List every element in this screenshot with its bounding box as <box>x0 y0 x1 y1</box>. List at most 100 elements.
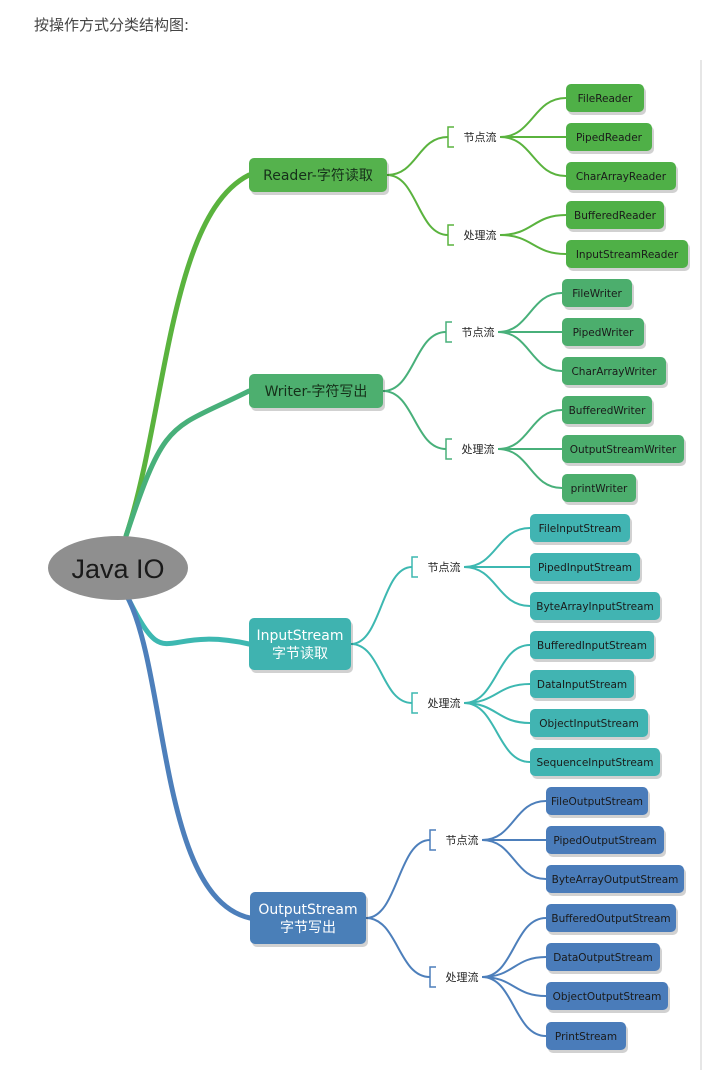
root-branch-line <box>123 388 252 539</box>
leaf-dataoutputstream: DataOutputStream <box>546 943 662 974</box>
leaf-printstream: PrintStream <box>546 1022 628 1053</box>
leaf-line <box>497 292 563 333</box>
leaf-filewriter: FileWriter <box>562 279 634 310</box>
leaf-bytearrayinputstream-label: ByteArrayInputStream <box>536 601 653 613</box>
leaf-line <box>463 527 531 568</box>
branch-label-process: 处理流 <box>462 442 495 456</box>
page-caption: 按操作方式分类结构图: <box>34 16 190 34</box>
leaf-line <box>497 409 563 450</box>
branch-label-process: 处理流 <box>446 970 479 984</box>
group-2: Writer-字符写出 节点流 FileWriterPipedWriterCharA… <box>249 279 686 505</box>
leaf-pipedinputstream-label: PipedInputStream <box>538 562 632 574</box>
leaf-chararraywriter: CharArrayWriter <box>562 357 668 388</box>
leaf-outputstreamwriter: OutputStreamWriter <box>562 435 686 466</box>
leaf-filewriter-label: FileWriter <box>572 288 622 300</box>
root-node: Java IO <box>48 536 188 600</box>
leaf-bufferedoutputstream: BufferedOutputStream <box>546 904 678 935</box>
leaf-bytearrayinputstream: ByteArrayInputStream <box>530 592 662 623</box>
root-branch-line <box>123 172 252 539</box>
leaf-line <box>497 448 563 489</box>
category-branch-line <box>365 917 431 978</box>
branch-label-node: 节点流 <box>462 325 495 339</box>
root-branch-line <box>125 595 252 647</box>
leaf-inputstreamreader: InputStreamReader <box>566 240 690 271</box>
category-node-label: 字节写出 <box>280 920 336 936</box>
leaf-sequenceinputstream-label: SequenceInputStream <box>537 757 654 769</box>
root-branch-line <box>125 595 253 921</box>
category-branch-line <box>365 839 431 919</box>
leaf-chararrayreader: CharArrayReader <box>566 162 678 193</box>
figure-edge <box>700 60 702 1070</box>
leaf-bufferedreader: BufferedReader <box>566 201 666 232</box>
leaf-objectoutputstream-label: ObjectOutputStream <box>553 991 662 1003</box>
leaf-fileinputstream: FileInputStream <box>530 514 632 545</box>
category-node: OutputStream 字节写出 <box>250 892 368 947</box>
leaf-filereader: FileReader <box>566 84 646 115</box>
branch-label-process: 处理流 <box>464 228 497 242</box>
mindmap-nodes: Java IOReader-字符读取节点流FileReaderPipedRead… <box>48 84 690 1053</box>
leaf-dataoutputstream-label: DataOutputStream <box>553 952 653 964</box>
leaf-outputstreamwriter-label: OutputStreamWriter <box>570 444 677 456</box>
leaf-pipedreader-label: PipedReader <box>576 132 643 144</box>
category-node-label: OutputStream <box>258 902 357 918</box>
leaf-bufferedinputstream: BufferedInputStream <box>530 631 656 662</box>
leaf-pipedwriter-label: PipedWriter <box>573 327 635 339</box>
leaf-bufferedreader-label: BufferedReader <box>574 210 657 222</box>
category-branch-line <box>386 136 449 176</box>
category-node-label: InputStream <box>257 628 344 644</box>
connector-lines <box>123 97 567 1037</box>
leaf-pipedoutputstream-label: PipedOutputStream <box>553 835 656 847</box>
branch-bracket <box>411 556 418 578</box>
branch-label-node: 节点流 <box>428 560 461 574</box>
category-node-label: Reader-字符读取 <box>263 167 373 184</box>
leaf-line <box>499 136 567 177</box>
group-1: Reader-字符读取 节点流 FileReaderPipedReaderCharA… <box>249 84 690 271</box>
branch-bracket <box>429 829 436 851</box>
leaf-filereader-label: FileReader <box>578 93 633 105</box>
category-branch-line <box>386 174 449 236</box>
root-label: Java IO <box>71 554 164 584</box>
leaf-bufferedwriter: BufferedWriter <box>562 396 654 427</box>
leaf-datainputstream: DataInputStream <box>530 670 636 701</box>
leaf-fileoutputstream-label: FileOutputStream <box>551 796 643 808</box>
category-branch-line <box>382 390 447 450</box>
category-branch-line <box>382 331 447 392</box>
leaf-line <box>499 234 567 255</box>
leaf-chararraywriter-label: CharArrayWriter <box>571 366 657 378</box>
leaf-line <box>463 644 531 704</box>
leaf-pipedwriter: PipedWriter <box>562 318 646 349</box>
leaf-line <box>499 214 567 236</box>
leaf-sequenceinputstream: SequenceInputStream <box>530 748 662 779</box>
leaf-bufferedinputstream-label: BufferedInputStream <box>537 640 647 652</box>
leaf-datainputstream-label: DataInputStream <box>537 679 627 691</box>
leaf-line <box>481 839 547 880</box>
leaf-bufferedoutputstream-label: BufferedOutputStream <box>551 913 670 925</box>
branch-bracket <box>447 126 454 148</box>
category-branch-line <box>350 643 413 704</box>
leaf-bufferedwriter-label: BufferedWriter <box>569 405 646 417</box>
category-node: Reader-字符读取 <box>249 158 389 195</box>
category-node-label: 字节读取 <box>272 645 328 662</box>
leaf-inputstreamreader-label: InputStreamReader <box>576 249 679 261</box>
branch-bracket <box>429 966 436 988</box>
leaf-pipedinputstream: PipedInputStream <box>530 553 642 584</box>
branch-bracket <box>411 692 418 714</box>
category-node-label: Writer-字符写出 <box>265 384 368 400</box>
leaf-printstream-label: PrintStream <box>555 1031 617 1043</box>
branch-bracket <box>447 224 454 246</box>
category-node: Writer-字符写出 <box>249 374 385 411</box>
category-branch-line <box>350 566 413 645</box>
leaf-line <box>481 917 547 978</box>
leaf-bytearrayoutputstream-label: ByteArrayOutputStream <box>552 874 679 886</box>
leaf-line <box>481 976 547 997</box>
leaf-line <box>497 331 563 372</box>
branch-label-node: 节点流 <box>464 130 497 144</box>
branch-bracket <box>445 321 452 343</box>
leaf-printwriter-label: printWriter <box>571 483 628 495</box>
leaf-objectinputstream-label: ObjectInputStream <box>539 718 638 730</box>
leaf-line <box>463 566 531 607</box>
leaf-line <box>463 702 531 763</box>
